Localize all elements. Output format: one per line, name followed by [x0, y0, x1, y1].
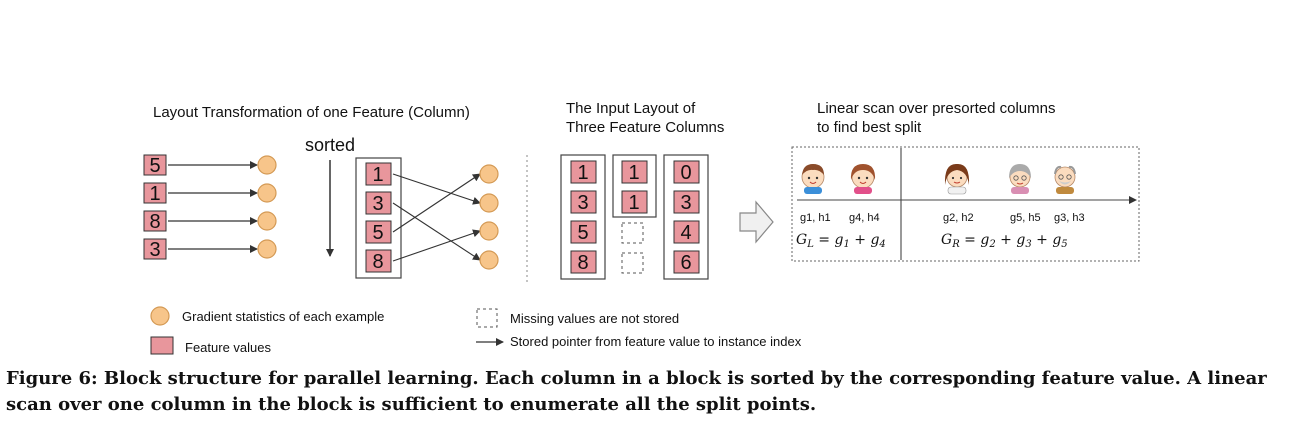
sorted-pointer-arrows [392, 173, 481, 262]
panel3-title-line2: to find best split [817, 119, 922, 136]
feature-value: 1 [149, 183, 160, 205]
gradient-stat-circle [479, 164, 499, 184]
feature-value-box [143, 238, 167, 260]
gradient-label: g2, h2 [943, 212, 974, 224]
feature-value-box [673, 190, 700, 214]
feature-value-box [365, 220, 392, 244]
gradient-stat-circle [479, 250, 499, 270]
legend-pointer-text: Stored pointer from feature value to ins… [510, 334, 802, 349]
feature-value: 4 [680, 222, 691, 244]
feature-value: 0 [680, 162, 691, 184]
grandmother-icon [1009, 164, 1031, 194]
unsorted-feature-column: 5 1 8 3 [143, 154, 167, 261]
panel2-title-line1: The Input Layout of [566, 100, 696, 117]
feature-value-box [621, 190, 648, 214]
feature-value-box [570, 190, 597, 214]
feature-value-box [365, 162, 392, 186]
feature-value: 1 [372, 164, 383, 186]
gradient-stat-circle [257, 211, 277, 231]
gradient-label: g1, h1 [800, 212, 831, 224]
legend-feature-text: Feature values [185, 340, 271, 355]
panel2-title-line2: Three Feature Columns [566, 119, 724, 136]
gradient-stat-circle [257, 155, 277, 175]
feature-value: 3 [577, 192, 588, 214]
feature-value: 5 [372, 222, 383, 244]
feature-value-box [570, 160, 597, 184]
feature-value: 8 [149, 211, 160, 233]
gradient-stat-circle [479, 193, 499, 213]
gradient-stat-circle [479, 221, 499, 241]
feature-value: 8 [577, 252, 588, 274]
feature-value-box [365, 249, 392, 273]
sorted-label: sorted [305, 135, 355, 155]
legend-gradient-circle [150, 306, 170, 326]
feature-value-box [570, 220, 597, 244]
feature-value: 3 [372, 193, 383, 215]
feature-value: 1 [628, 192, 639, 214]
feature-value-box [570, 250, 597, 274]
missing-value-box [621, 252, 644, 274]
legend-feature-box [150, 336, 174, 355]
transition-arrow-icon [739, 200, 774, 244]
feature-value: 5 [149, 155, 160, 177]
gradient-stat-circles-right [479, 164, 499, 270]
feature-column-3: 0 3 4 6 [663, 154, 709, 280]
right-gradient-sum-formula: GR = g2 + g3 + g5 [941, 232, 1068, 250]
feature-value: 1 [628, 162, 639, 184]
gradient-label: g4, h4 [849, 212, 880, 224]
feature-value-box [143, 154, 167, 176]
woman-icon [944, 163, 970, 195]
panel1-title: Layout Transformation of one Feature (Co… [153, 104, 470, 121]
feature-column-2: 1 1 [612, 154, 657, 274]
feature-value-box [365, 191, 392, 215]
feature-value: 3 [149, 239, 160, 261]
missing-value-box [621, 222, 644, 244]
legend-missing-text: Missing values are not stored [510, 311, 679, 326]
child-girl-icon [850, 164, 876, 194]
feature-value-box [673, 250, 700, 274]
feature-value: 6 [680, 252, 691, 274]
feature-value: 3 [680, 192, 691, 214]
feature-value: 1 [577, 162, 588, 184]
block-border [355, 157, 402, 279]
unsorted-pointer-arrows [168, 161, 258, 253]
gradient-label: g5, h5 [1010, 212, 1041, 224]
scan-panel-border [791, 146, 1140, 262]
feature-column-1: 1 3 5 8 [560, 154, 606, 280]
block-border [560, 154, 606, 280]
feature-value-box [143, 210, 167, 232]
panel3-title-line1: Linear scan over presorted columns [817, 100, 1055, 117]
left-gradient-sum-formula: GL = g1 + g4 [796, 232, 886, 250]
legend-missing-box [476, 308, 498, 328]
grandfather-icon [1054, 165, 1076, 194]
gradient-stat-circle [257, 183, 277, 203]
feature-value-box [673, 160, 700, 184]
gradient-label: g3, h3 [1054, 212, 1085, 224]
figure-caption: Figure 6: Block structure for parallel l… [6, 368, 1267, 415]
block-border [612, 154, 657, 218]
legend-gradient-text: Gradient statistics of each example [182, 309, 384, 324]
block-structure-diagram: Layout Transformation of one Feature (Co… [143, 100, 1140, 355]
gradient-stat-circles-left [257, 155, 277, 259]
child-boy-icon [801, 164, 825, 194]
feature-value-box [143, 182, 167, 204]
feature-value-box [673, 220, 700, 244]
feature-value: 8 [372, 251, 383, 273]
block-border [663, 154, 709, 280]
gradient-stat-circle [257, 239, 277, 259]
feature-value: 5 [577, 222, 588, 244]
sorted-feature-block: 1 3 5 8 [355, 157, 402, 279]
feature-value-box [621, 160, 648, 184]
